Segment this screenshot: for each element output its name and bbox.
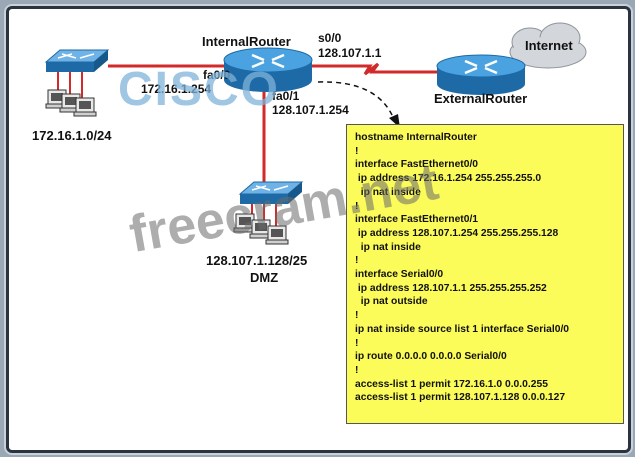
config-line: !: [355, 337, 359, 349]
external-router-icon: [436, 54, 526, 95]
dmz-server-icons: [233, 213, 289, 245]
serial-interface-label: s0/0: [318, 31, 342, 45]
dmz-label: DMZ: [250, 270, 279, 285]
link-serial: [312, 62, 440, 76]
config-line: interface FastEthernet0/0: [355, 159, 479, 171]
config-line: interface Serial0/0: [355, 269, 444, 281]
lan-pc-icons: [45, 89, 97, 117]
config-box: hostname InternalRouter ! interface Fast…: [346, 124, 624, 424]
external-router-name: ExternalRouter: [434, 91, 528, 106]
lan-switch-icon: [44, 49, 110, 72]
config-line: ip nat inside: [355, 186, 421, 198]
dmz-network-label: 128.107.1.128/25: [206, 253, 308, 268]
config-line: interface FastEthernet0/1: [355, 214, 479, 226]
config-line: !: [355, 200, 359, 212]
config-line: ip nat outside: [355, 296, 428, 308]
serial-ip-label: 128.107.1.1: [318, 46, 382, 60]
config-line: ip address 128.107.1.1 255.255.255.252: [355, 282, 547, 294]
fa00-ip-label: 172.16.1.254: [141, 82, 212, 96]
config-line: access-list 1 permit 172.16.1.0 0.0.0.25…: [355, 378, 548, 390]
config-line: hostname InternalRouter: [355, 132, 477, 143]
internet-label: Internet: [525, 38, 573, 53]
cisco-watermark: CISCO: [118, 63, 281, 116]
internal-router-name: InternalRouter: [202, 34, 291, 49]
fa01-ip-label: 128.107.1.254: [272, 103, 349, 117]
config-line: ip address 172.16.1.254 255.255.255.0: [355, 173, 542, 185]
fa01-interface-label: fa0/1: [272, 89, 300, 103]
internal-router-icon: [223, 47, 313, 92]
config-line: !: [355, 310, 359, 322]
dmz-switch-icon: [238, 181, 304, 204]
config-line: ip nat inside source list 1 interface Se…: [355, 323, 570, 335]
config-line: ip nat inside: [355, 241, 421, 253]
config-line: !: [355, 364, 359, 376]
internet-cloud: [509, 22, 587, 69]
config-line: !: [355, 255, 359, 267]
config-pointer: [317, 81, 396, 123]
config-line: access-list 1 permit 128.107.1.128 0.0.0…: [355, 392, 566, 404]
config-line: ip route 0.0.0.0 0.0.0.0 Serial0/0: [355, 351, 507, 363]
fa00-interface-label: fa0/0: [203, 68, 231, 82]
config-line: ip address 128.107.1.254 255.255.255.128: [355, 227, 559, 239]
config-line: !: [355, 145, 359, 157]
lan-network-label: 172.16.1.0/24: [32, 128, 112, 143]
